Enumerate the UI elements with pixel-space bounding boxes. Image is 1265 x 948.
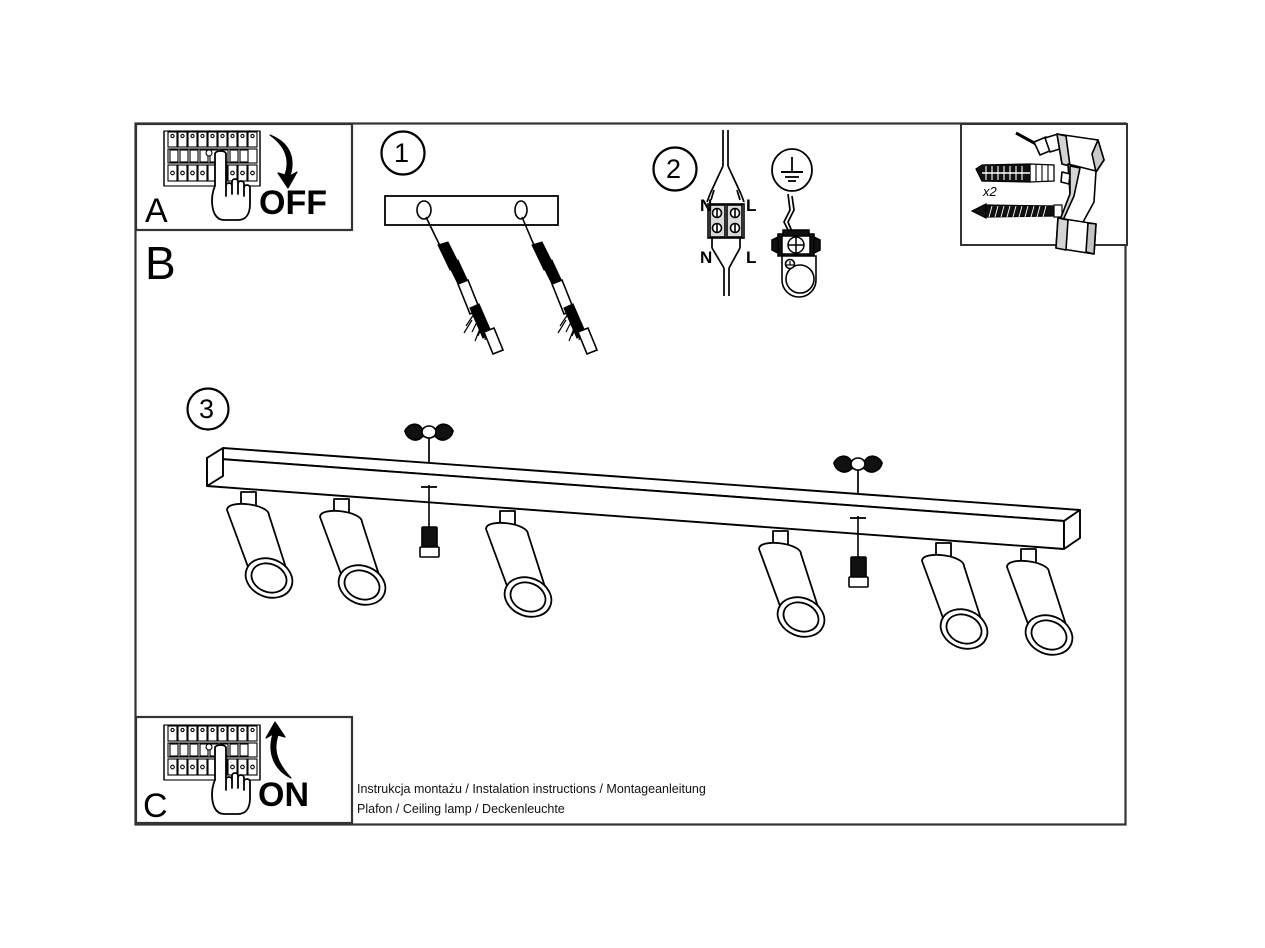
wall-plug-anchor-icon <box>975 163 1055 183</box>
footer-subtitle: Plafon / Ceiling lamp / Deckenleuchte <box>357 802 565 816</box>
earth-terminal-connector-icon <box>771 193 821 298</box>
step-3-number: 3 <box>199 394 215 424</box>
arrow-up-curved-icon <box>265 721 292 779</box>
terminal-label-l-top: L <box>746 196 757 215</box>
spotlight-3 <box>485 510 553 618</box>
spotlight-6 <box>1006 548 1074 656</box>
earth-ground-icon <box>771 148 813 192</box>
step-1-circle <box>380 130 426 176</box>
step-1-number: 1 <box>394 138 410 168</box>
step-2-circle <box>652 146 698 192</box>
circuit-breaker-panel-icon <box>163 724 261 781</box>
hand-pointing-icon <box>211 150 251 221</box>
power-off-text: OFF <box>259 184 327 222</box>
power-on-text: ON <box>258 776 309 814</box>
spotlight-1 <box>226 491 294 599</box>
step-2-number: 2 <box>666 154 682 184</box>
terminal-label-n-top: N <box>700 196 713 215</box>
mounting-bracket-with-screws-icon <box>384 195 599 356</box>
ceiling-lamp-six-spot-icon <box>206 423 1081 656</box>
spotlight-2 <box>319 498 387 606</box>
terminal-label-l-bottom: L <box>746 248 757 267</box>
terminal-label-n-bottom: N <box>700 248 713 267</box>
arrow-down-curved-icon <box>269 134 298 189</box>
panel-a-label: A <box>145 192 168 230</box>
power-drill-icon <box>1015 131 1105 255</box>
step-3-circle <box>186 387 230 431</box>
section-b-label: B <box>145 237 176 289</box>
panel-c-label: C <box>143 787 168 825</box>
terminal-block-icon <box>706 130 745 296</box>
screw-icon <box>970 203 1063 219</box>
hand-pointing-icon <box>211 744 251 815</box>
footer-title: Instrukcja montażu / Instalation instruc… <box>357 782 706 796</box>
tools-quantity-label: x2 <box>983 184 997 199</box>
spotlight-5 <box>921 542 989 650</box>
spotlight-4 <box>758 530 826 638</box>
